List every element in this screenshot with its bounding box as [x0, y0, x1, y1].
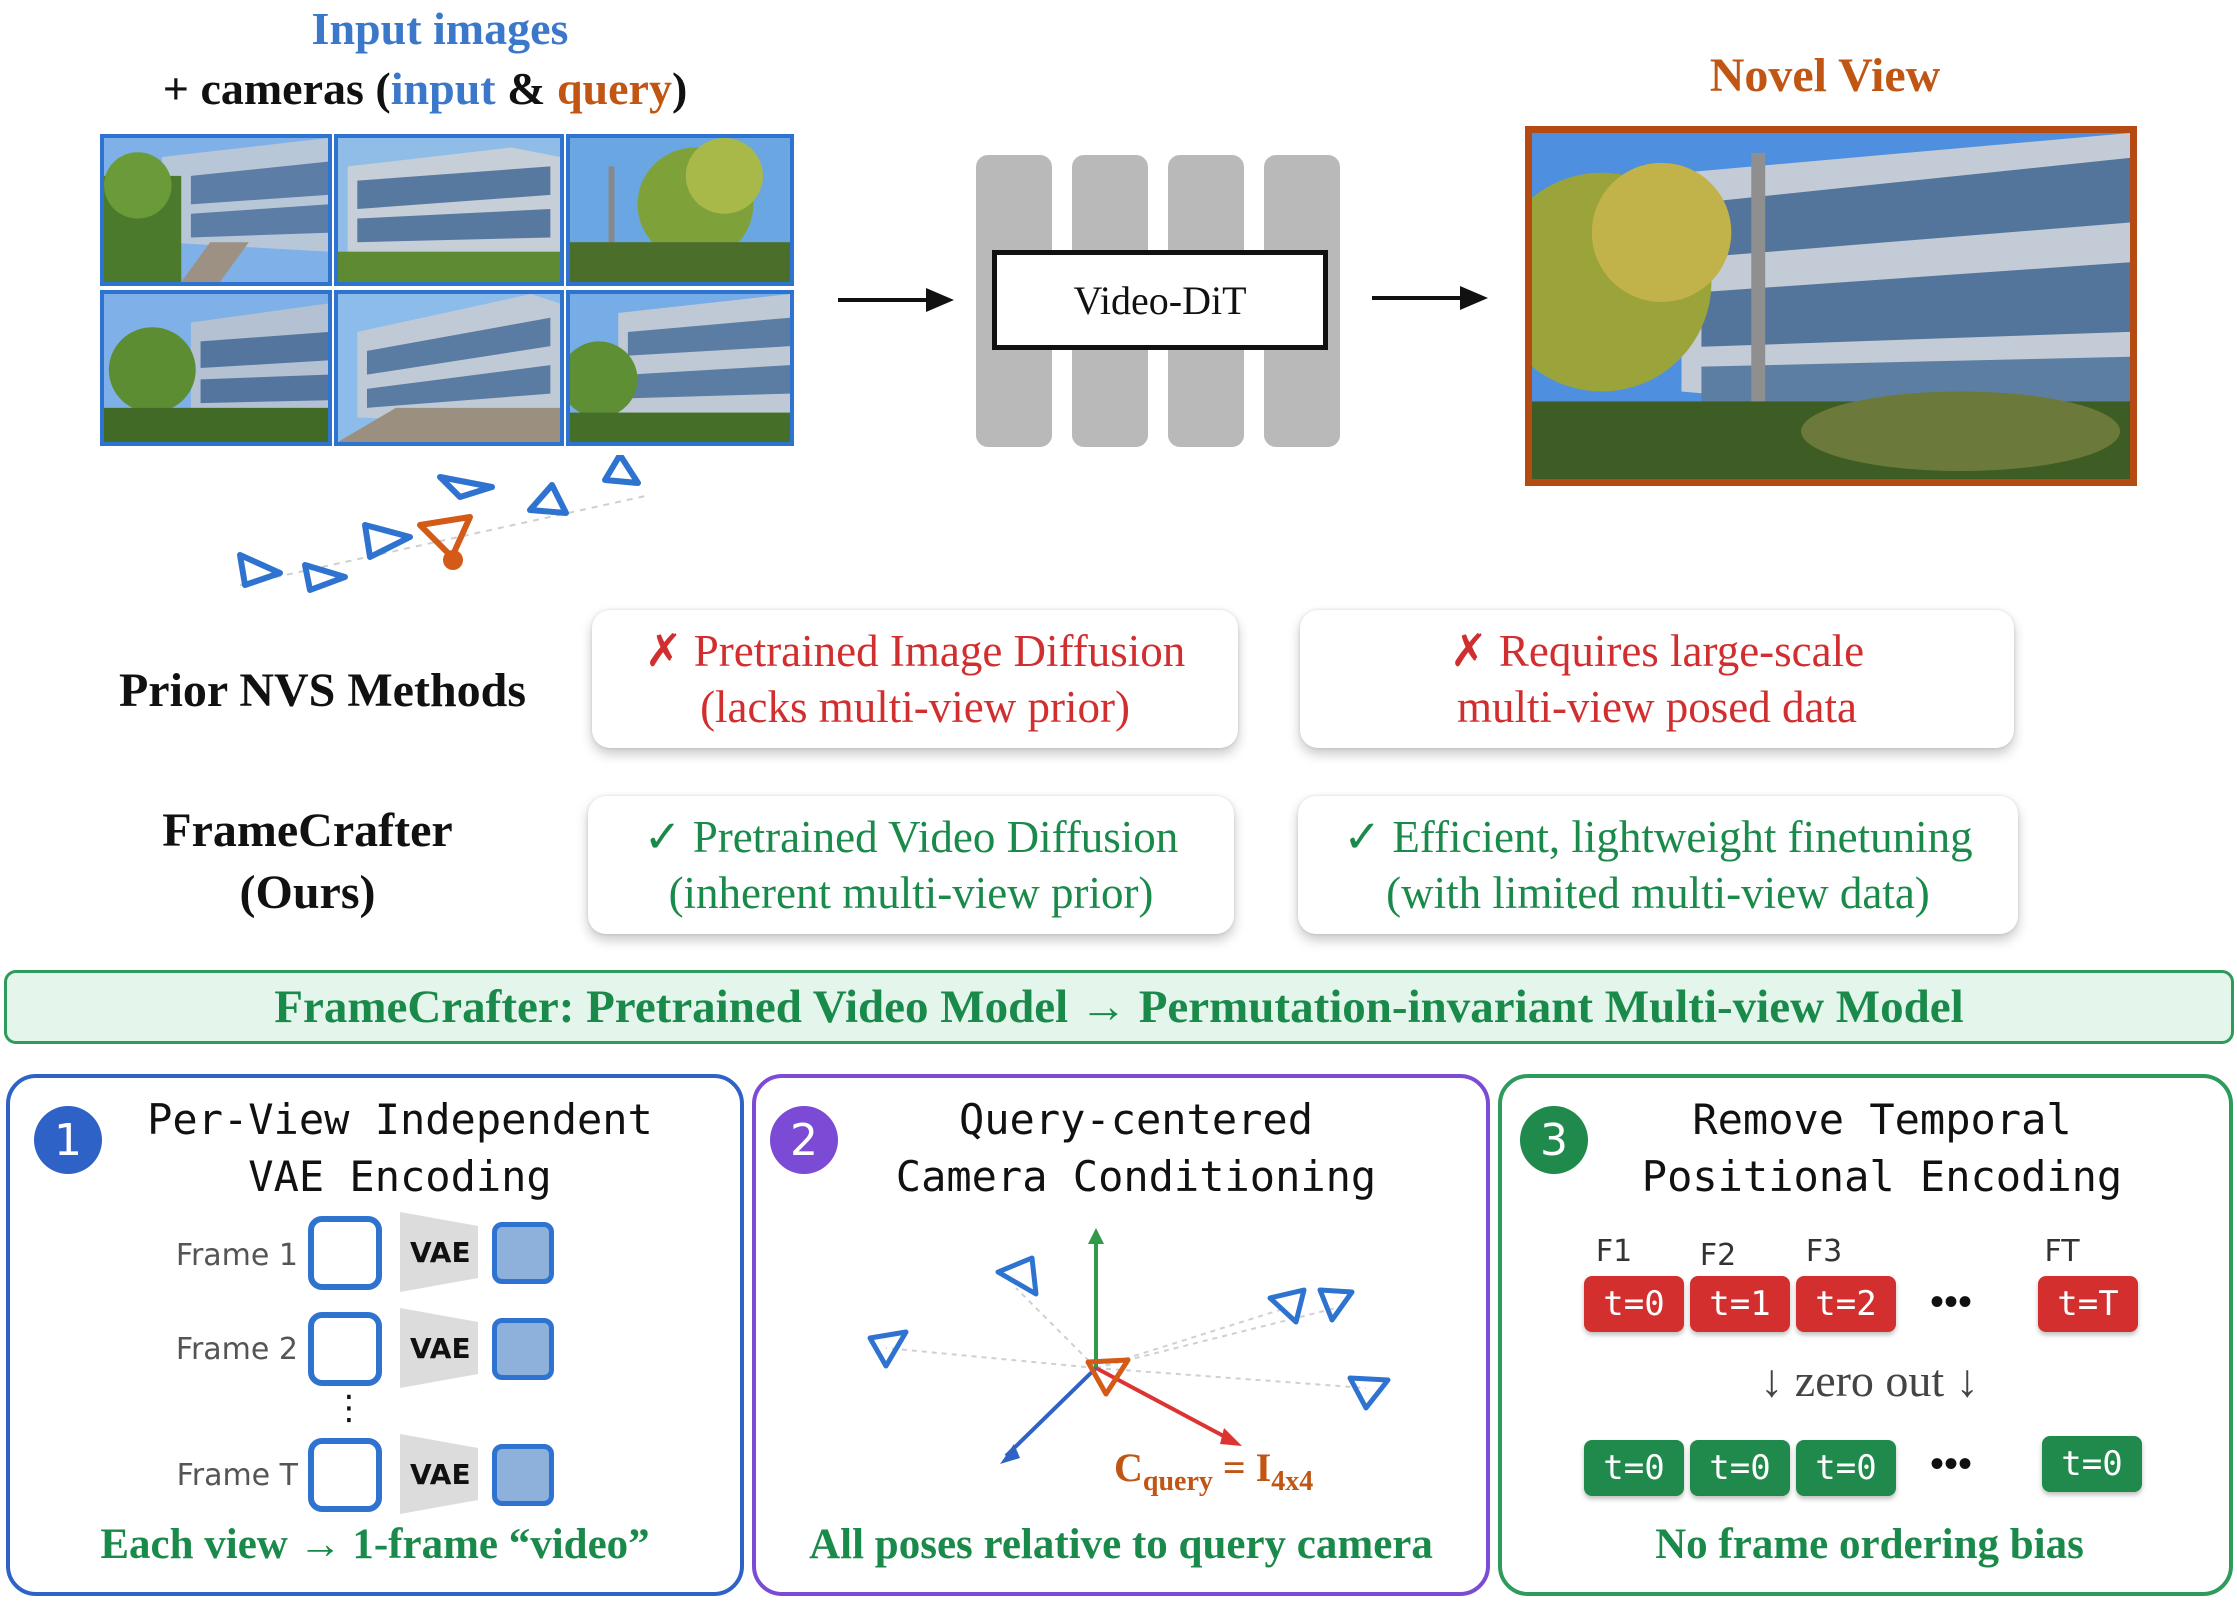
latent-box: [492, 1318, 554, 1380]
vae-encoder-shape: [400, 1434, 478, 1514]
panel-camera-conditioning: 2 Query-centered Camera Conditioning: [752, 1074, 1490, 1596]
panel3-title: Remove Temporal Positional Encoding: [1562, 1092, 2202, 1205]
ours-card-finetuning: ✓ Efficient, lightweight finetuning (wit…: [1298, 796, 2018, 934]
panel1-title-line2: VAE Encoding: [248, 1151, 552, 1201]
frame-box: [308, 1438, 382, 1512]
cameras-prefix: + cameras (: [162, 63, 391, 114]
prior-methods-label: Prior NVS Methods: [118, 664, 527, 717]
ours-card2-line2: (with limited multi-view data): [1386, 868, 1930, 918]
frame-header: F3: [1805, 1234, 1843, 1269]
panel3-badge: 3: [1520, 1106, 1588, 1174]
ours-card1-line1: ✓ Pretrained Video Diffusion: [643, 811, 1179, 862]
prior-card-large-data: ✗ Requires large-scale multi-view posed …: [1300, 610, 2014, 748]
cameras-suffix: ): [671, 63, 688, 114]
zeroed-token: t=0: [1584, 1440, 1684, 1496]
input-image-3: [566, 134, 794, 286]
frame-box: [308, 1312, 382, 1386]
panel3-footer: No frame ordering bias: [1655, 1521, 2084, 1568]
panel2-title: Query-centered Camera Conditioning: [816, 1092, 1456, 1205]
cameras-input-word: input: [390, 63, 496, 114]
panel1-title-line1: Per-View Independent: [147, 1095, 653, 1144]
frame-box: [308, 1216, 382, 1290]
panel1-title: Per-View Independent VAE Encoding: [90, 1092, 710, 1205]
query-camera-icon: [417, 514, 473, 560]
latent-box: [492, 1222, 554, 1284]
temporal-token: t=T: [2038, 1276, 2138, 1332]
panel1-footer: Each view → 1-frame “video”: [100, 1521, 650, 1568]
camera-trajectory: [237, 455, 651, 593]
zeroed-token: t=0: [2042, 1436, 2142, 1492]
frame-label: Frame 1: [175, 1238, 298, 1273]
input-image-2: [334, 134, 564, 286]
eq-c: C: [1114, 1445, 1143, 1490]
frame-header: F1: [1595, 1234, 1633, 1269]
ours-card1-line2: (inherent multi-view prior): [668, 868, 1154, 918]
ours-label-name: FrameCrafter: [162, 804, 453, 857]
vae-label: VAE: [410, 1236, 471, 1269]
prior-card1-line1: ✗ Pretrained Image Diffusion: [644, 625, 1186, 676]
input-camera-icon: [237, 455, 641, 593]
z-axis: [1004, 1366, 1098, 1458]
vae-encoder-shape: [400, 1212, 478, 1292]
eq-sub-query: query: [1142, 1466, 1213, 1497]
panel-positional-encoding: 3 Remove Temporal Positional Encoding F1…: [1498, 1074, 2233, 1596]
zero-out-label: ↓ zero out ↓: [1760, 1355, 1979, 1406]
ours-label: FrameCrafter (Ours): [80, 800, 535, 925]
prior-card2-line1: ✗ Requires large-scale: [1449, 625, 1865, 676]
ours-label-tag: (Ours): [239, 866, 376, 920]
input-image-4: [100, 290, 332, 446]
input-image-6: [566, 290, 794, 446]
temporal-token: t=1: [1690, 1276, 1790, 1332]
panel2-title-line2: Camera Conditioning: [895, 1151, 1377, 1201]
input-images-title: Input images: [311, 3, 569, 54]
arrow-to-dit: [838, 288, 954, 312]
cameras-query-word: query: [556, 63, 672, 114]
prior-card1-line2: (lacks multi-view prior): [700, 682, 1130, 732]
query-identity-equation: Cquery = I4x4: [1114, 1444, 1313, 1498]
temporal-token: t=0: [1584, 1276, 1684, 1332]
zeroed-token: t=0: [1796, 1440, 1896, 1496]
vae-label: VAE: [410, 1332, 471, 1365]
arrow-to-novel: [1372, 286, 1488, 310]
frame-vertical-dots: ⋮: [332, 1388, 366, 1428]
panel2-footer: All poses relative to query camera: [809, 1521, 1433, 1568]
frame-label: Frame T: [176, 1458, 298, 1493]
novel-view-image: [1525, 126, 2137, 486]
camera-coordinate-diagram: [867, 1228, 1391, 1464]
token-dots: •••: [1930, 1279, 1973, 1324]
input-image-1: [100, 134, 332, 286]
cameras-title: + cameras (input & query): [90, 62, 760, 115]
frame-header: F2: [1699, 1238, 1737, 1273]
x-axis: [1095, 1366, 1232, 1442]
frame-header: FT: [2044, 1234, 2080, 1269]
panel2-title-line1: Query-centered: [958, 1095, 1313, 1144]
prior-card-image-diffusion: ✗ Pretrained Image Diffusion (lacks mult…: [592, 610, 1238, 748]
eq-mid: = I: [1212, 1445, 1272, 1490]
token-dots: •••: [1930, 1441, 1973, 1486]
temporal-token: t=2: [1796, 1276, 1896, 1332]
zeroed-token: t=0: [1690, 1440, 1790, 1496]
framecrafter-banner: FrameCrafter: Pretrained Video Model → P…: [4, 970, 2234, 1044]
frame-label: Frame 2: [175, 1332, 298, 1367]
video-dit-label: Video-DiT: [992, 250, 1328, 350]
panel-vae-encoding: 1 Per-View Independent VAE Encoding Fram…: [6, 1074, 744, 1596]
latent-box: [492, 1444, 554, 1506]
novel-view-title: Novel View: [1709, 49, 1941, 102]
ours-card-video-diffusion: ✓ Pretrained Video Diffusion (inherent m…: [588, 796, 1234, 934]
panel1-badge: 1: [34, 1106, 102, 1174]
input-image-5: [334, 290, 564, 446]
ours-card2-line1: ✓ Efficient, lightweight finetuning: [1343, 811, 1973, 862]
panel3-title-line2: Positional Encoding: [1641, 1151, 2123, 1201]
prior-card2-line2: multi-view posed data: [1457, 682, 1857, 732]
vae-encoder-shape: [400, 1308, 478, 1388]
vae-label: VAE: [410, 1458, 471, 1491]
eq-sub-identity: 4x4: [1271, 1466, 1314, 1497]
panel3-title-line1: Remove Temporal: [1692, 1095, 2072, 1144]
cameras-amp: &: [495, 63, 557, 114]
panel2-badge: 2: [770, 1106, 838, 1174]
